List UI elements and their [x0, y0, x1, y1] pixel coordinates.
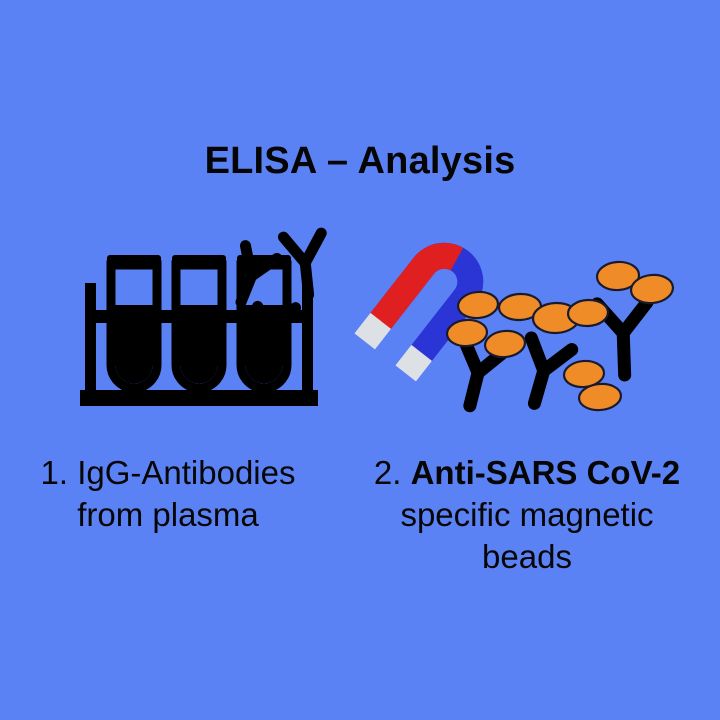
- horseshoe-magnet-icon: [354, 242, 484, 382]
- panel-2-caption-main: Anti-SARS CoV-2: [410, 454, 681, 491]
- panel-2-caption-line-3: beads: [482, 538, 572, 576]
- panel-1-caption: 1. IgG-Antibodies from plasma: [0, 452, 336, 536]
- panel-2-caption-line-1: 2. Anti-SARS CoV-2: [334, 452, 720, 494]
- panel-1-caption-line-2: from plasma: [77, 496, 259, 534]
- test-tube-rack-icon: [80, 227, 327, 406]
- page-title: ELISA – Analysis: [204, 140, 516, 182]
- panel-2-caption-line-2: specific magnetic: [400, 496, 654, 534]
- panel-1-caption-line-1: 1. IgG-Antibodies: [0, 452, 336, 494]
- panel-2-number: 2.: [373, 454, 402, 491]
- magnet-beads-icon: [354, 242, 675, 413]
- panel-2-caption: 2. Anti-SARS CoV-2 specific magnetic bea…: [334, 452, 720, 579]
- panel-2-artwork: [354, 185, 720, 430]
- panel-1-caption-main: IgG-Antibodies: [77, 454, 296, 491]
- magnetic-bead-group: [445, 260, 675, 412]
- panel-1-artwork: [80, 195, 360, 430]
- panel-1-number: 1.: [40, 454, 69, 491]
- magnet-tip-north: [395, 344, 432, 382]
- magnet-tip-south: [354, 312, 391, 350]
